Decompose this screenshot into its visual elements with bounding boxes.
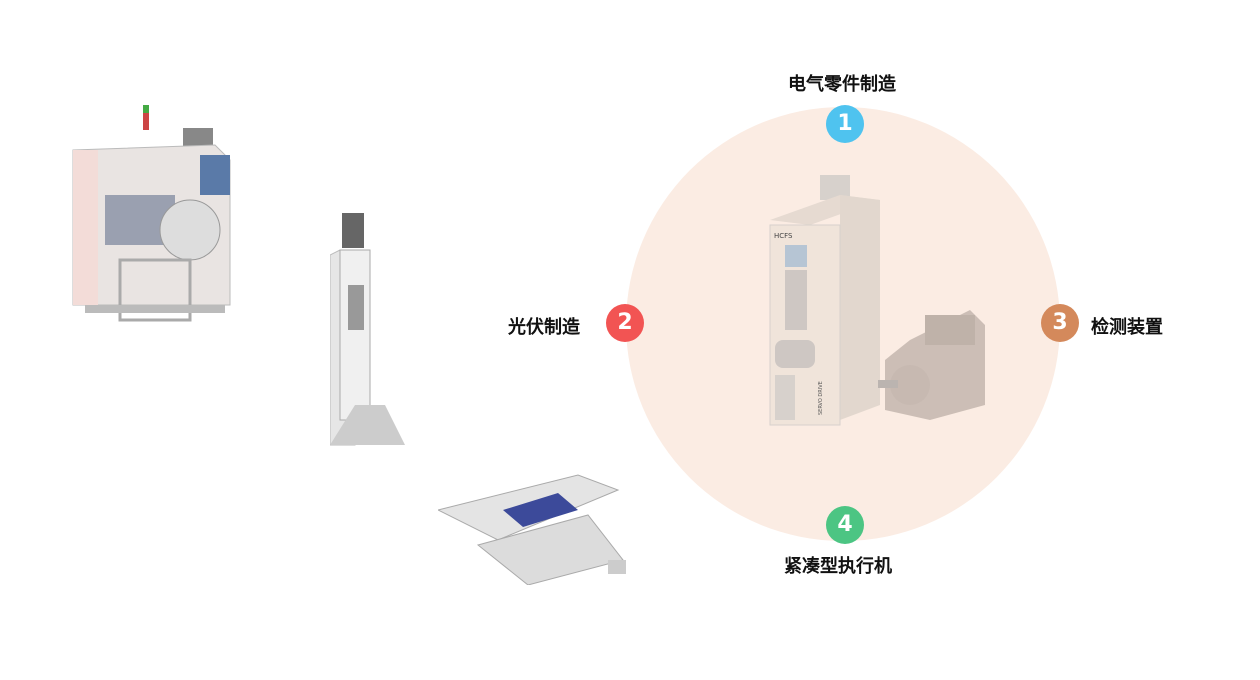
model-text: SERVO DRIVE [818,381,824,415]
xy-stage-illustration [438,474,626,585]
badge-4: 4 [826,506,864,544]
badge-1: 1 [826,105,864,143]
brand-text: HCFS [774,232,793,240]
servo-drive-and-motor-illustration: HCFS SERVO DRIVE [769,175,985,426]
application-label-4: 紧凑型执行机 [784,556,892,577]
badge-2: 2 [606,304,644,342]
badge-3: 3 [1041,304,1079,342]
application-label-2: 光伏制造 [508,317,580,338]
application-label-1: 电气零件制造 [788,74,896,95]
application-label-3: 检测装置 [1091,317,1163,338]
linear-axis-illustration [330,213,405,446]
smt-machine-illustration [72,105,231,322]
